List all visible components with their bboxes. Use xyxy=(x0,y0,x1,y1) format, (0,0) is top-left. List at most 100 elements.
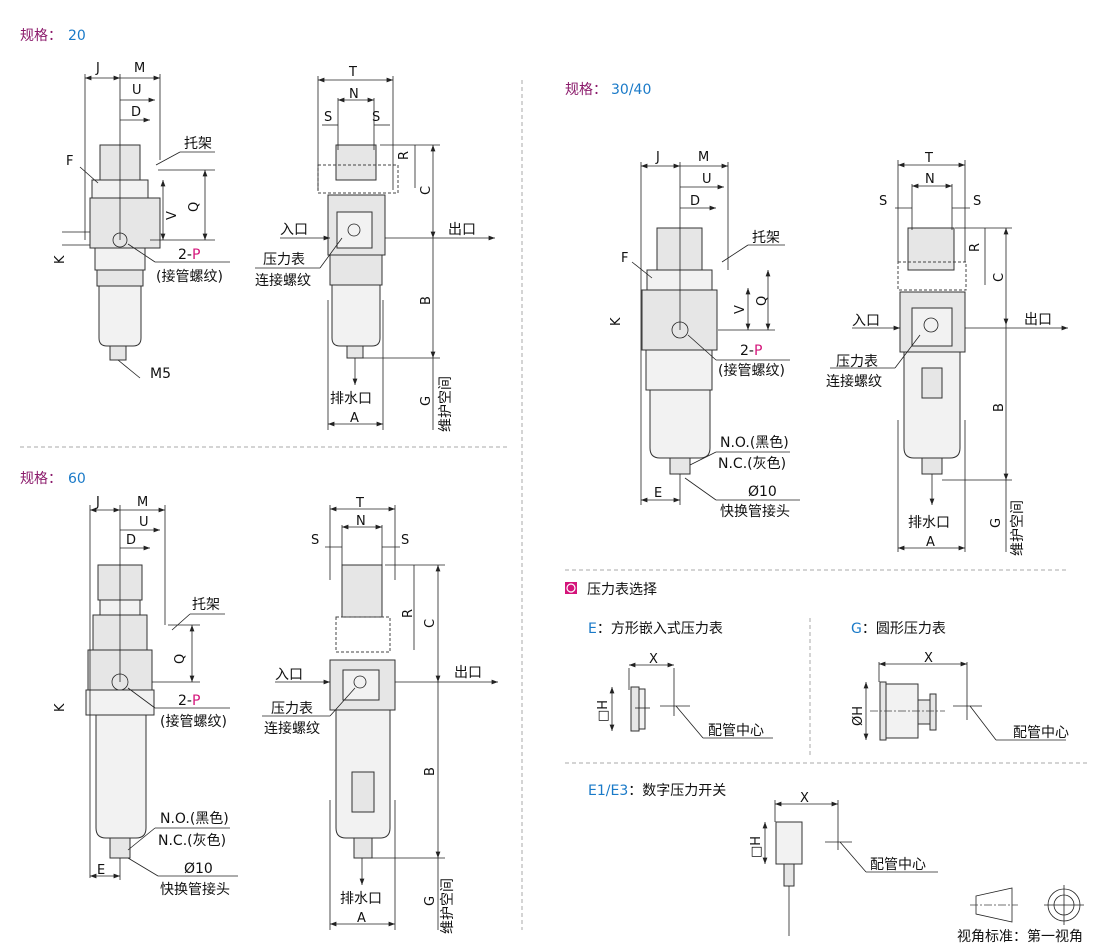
inlet-label: 入口 xyxy=(275,667,303,683)
dim-A: A xyxy=(926,535,935,550)
e-code: E xyxy=(588,621,597,637)
dim-J: J xyxy=(655,150,660,165)
dim-Q: Q xyxy=(187,202,202,212)
dim-D: D xyxy=(690,194,700,209)
dim-K: K xyxy=(609,317,624,326)
spec-20-side-view: T N S S R C 入口 出口 压力表 连接螺纹 B 排水口 A G 维护空… xyxy=(255,65,495,432)
port-thread-label: (接管螺纹) xyxy=(718,362,785,379)
port-thread-label: (接管螺纹) xyxy=(156,268,223,285)
spec-20-front-view: J M U D 托架 F V Q K 2-P (接管螺纹) M5 xyxy=(53,61,230,382)
spec-label: 规格： xyxy=(20,471,62,487)
svg-text:2-P: 2-P xyxy=(178,247,200,263)
port-thread-label: (接管螺纹) xyxy=(160,713,227,730)
maintenance-label: 维护空间 xyxy=(1010,500,1026,556)
outlet-label: 出口 xyxy=(448,222,476,238)
inlet-label: 入口 xyxy=(280,222,308,238)
svg-text:E1/E3：数字压力开关: E1/E3：数字压力开关 xyxy=(588,783,726,799)
dim-U: U xyxy=(702,172,712,187)
g-code: G xyxy=(851,621,862,637)
dim-B: B xyxy=(419,296,434,305)
dim-S: S xyxy=(879,194,887,209)
dim-F: F xyxy=(621,251,628,266)
pipe-center-label: 配管中心 xyxy=(1013,725,1069,741)
nc-label: N.C.(灰色) xyxy=(718,455,786,472)
spec-3040-heading: 规格： 30/40 xyxy=(565,82,651,98)
dim-sqH: □H xyxy=(749,836,764,858)
svg-text:2-P: 2-P xyxy=(740,343,762,359)
view-standard-label: 视角标准：第一视角 xyxy=(957,928,1083,945)
bracket-label: 托架 xyxy=(192,597,220,613)
dim-T: T xyxy=(924,151,933,166)
dim-D: D xyxy=(126,533,136,548)
dim-D: D xyxy=(131,105,141,120)
outlet-label: 出口 xyxy=(1024,312,1052,328)
dim-Q: Q xyxy=(755,296,770,306)
dim-R: R xyxy=(401,609,416,618)
drain-label: 排水口 xyxy=(908,515,950,531)
dim-E: E xyxy=(654,486,662,501)
no-label: N.O.(黑色) xyxy=(720,434,789,451)
dim-G: G xyxy=(989,518,1004,528)
dim-S: S xyxy=(324,110,332,125)
port-p: P xyxy=(192,247,200,263)
dim-dH: ØH xyxy=(851,706,866,726)
port-prefix: 2- xyxy=(178,247,192,263)
dim-N: N xyxy=(925,172,935,187)
spec-label: 规格： xyxy=(565,82,607,98)
round-gauge-diagram: X ØH 配管中心 xyxy=(851,651,1069,741)
port-p: P xyxy=(754,343,762,359)
dim-A: A xyxy=(350,411,359,426)
spec-label: 规格： xyxy=(20,28,62,44)
dim-A: A xyxy=(357,911,366,926)
dim-U: U xyxy=(132,83,142,98)
dim-E: E xyxy=(97,863,105,878)
dim-S: S xyxy=(973,194,981,209)
quick-connector-label: 快换管接头 xyxy=(160,881,230,898)
dim-V: V xyxy=(165,211,180,220)
dim-F: F xyxy=(66,154,73,169)
e1e3-code: E1/E3 xyxy=(588,783,628,799)
phi10-label: Ø10 xyxy=(748,484,777,500)
digital-switch-diagram: X □H 配管中心 xyxy=(749,791,938,936)
e1e3-name: ：数字压力开关 xyxy=(628,783,726,799)
projection-frustum-icon xyxy=(975,887,1013,923)
g-name: ：圆形压力表 xyxy=(862,621,946,637)
dim-B: B xyxy=(423,767,438,776)
gauge-thread-label: 连接螺纹 xyxy=(255,272,311,289)
maintenance-label: 维护空间 xyxy=(440,878,456,934)
gauge-label: 压力表 xyxy=(271,701,313,717)
port-prefix: 2- xyxy=(740,343,754,359)
svg-text:E：方形嵌入式压力表: E：方形嵌入式压力表 xyxy=(588,621,723,637)
svg-text:2-P: 2-P xyxy=(178,693,200,709)
dim-X: X xyxy=(924,651,933,666)
port-prefix: 2- xyxy=(178,693,192,709)
port-p: P xyxy=(192,693,200,709)
dim-U: U xyxy=(139,515,149,530)
dim-sqH: □H xyxy=(596,700,611,722)
spec-3040-side-view: T N S S R C 入口 出口 压力表 连接螺纹 B 排水口 A G 维护空… xyxy=(826,151,1068,556)
spec-60-heading: 规格： 60 xyxy=(20,471,86,487)
dim-S: S xyxy=(311,533,319,548)
bracket-label: 托架 xyxy=(184,136,212,152)
dim-C: C xyxy=(423,619,438,628)
nc-label: N.C.(灰色) xyxy=(158,832,226,849)
m5-label: M5 xyxy=(150,366,171,382)
spec-60-side-view: T N S S R C 入口 出口 压力表 连接螺纹 B 排水口 A G 维护空… xyxy=(262,496,498,934)
dim-M: M xyxy=(137,495,148,510)
dim-N: N xyxy=(349,87,359,102)
gauge-selection-section: 压力表选择 E：方形嵌入式压力表 X □H 配管中心 G：圆形压力表 xyxy=(565,582,1069,936)
phi10-label: Ø10 xyxy=(184,861,213,877)
dim-N: N xyxy=(356,514,366,529)
projection-circle-icon xyxy=(1044,885,1084,925)
dim-G: G xyxy=(423,896,438,906)
spec-60-front-view: J M U D 托架 Q K 2-P (接管螺纹) N.O.(黑色) N.C.(… xyxy=(53,495,238,898)
dim-K: K xyxy=(53,703,68,712)
pipe-center-label: 配管中心 xyxy=(870,857,926,873)
dim-V: V xyxy=(733,305,748,314)
bracket-label: 托架 xyxy=(752,230,780,246)
dim-G: G xyxy=(419,396,434,406)
inlet-label: 入口 xyxy=(852,313,880,329)
spec-value: 20 xyxy=(68,28,86,44)
dim-X: X xyxy=(649,652,658,667)
dim-M: M xyxy=(698,150,709,165)
